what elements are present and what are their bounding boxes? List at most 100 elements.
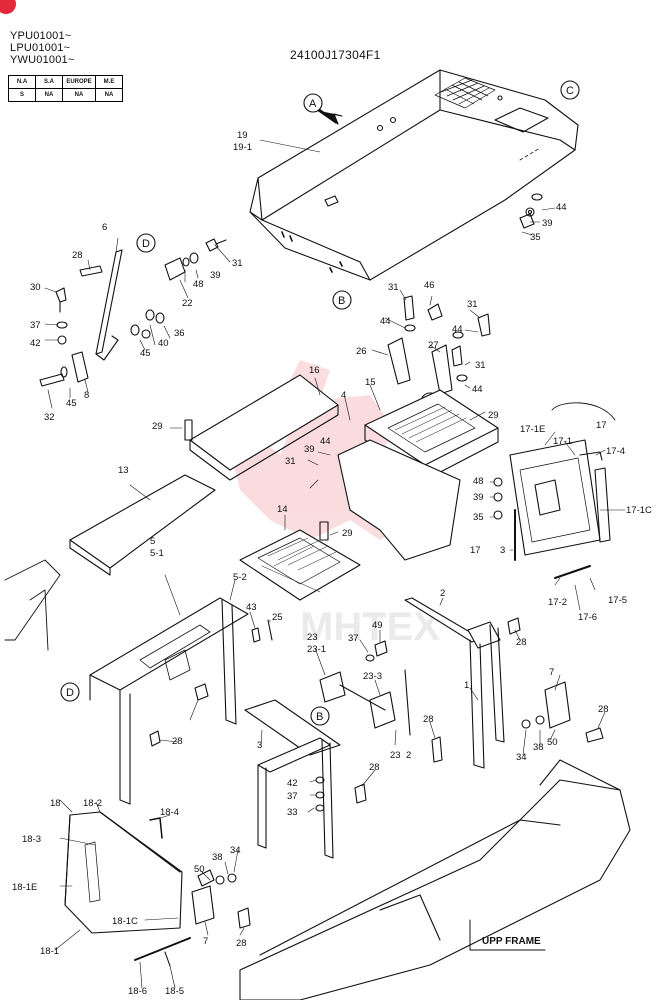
- region-applicability-table: N.A S.A EUROPE M.E S NA NA NA: [8, 75, 123, 102]
- part-label: 29: [342, 528, 353, 539]
- part-label: 48: [473, 476, 484, 487]
- hood-access-cover: [494, 107, 549, 133]
- part-label: 26: [356, 346, 367, 357]
- part-label: 44: [556, 202, 567, 213]
- leader-lines: [44, 139, 626, 989]
- part-label: 44: [320, 436, 331, 447]
- part-label: 31: [285, 456, 296, 467]
- callout-d-top-label: D: [142, 238, 150, 250]
- part-label: 31: [232, 258, 243, 269]
- part-label: 6: [102, 222, 107, 233]
- part-label: 48: [193, 279, 204, 290]
- support-frame-5: [89, 597, 249, 805]
- engine-hood: [249, 69, 579, 281]
- part-label: 17-1C: [626, 505, 652, 516]
- upper-frame-label: UPP FRAME: [482, 936, 541, 947]
- side-door-18: [64, 811, 191, 967]
- baffle-plate-4: [337, 439, 461, 561]
- part-label: 43: [246, 602, 257, 613]
- part-label: 5-2: [233, 572, 247, 583]
- part-label: 22: [182, 298, 193, 309]
- part-label: 18-1C: [112, 916, 138, 927]
- part-label: 25: [272, 612, 283, 623]
- part-label: 23: [307, 632, 318, 643]
- bracket-7-right: [544, 681, 571, 729]
- part-label: 17-6: [578, 612, 597, 623]
- part-label: 17-4: [606, 446, 625, 457]
- part-label: 17-1E: [520, 424, 545, 435]
- floor-plate-13: [69, 474, 216, 569]
- part-label: 16: [309, 365, 320, 376]
- part-label: 19: [237, 130, 248, 141]
- part-label: 17-1: [553, 436, 572, 447]
- part-label: 39: [473, 492, 484, 503]
- part-label: 23: [390, 750, 401, 761]
- part-label: 28: [516, 637, 527, 648]
- part-label: 28: [236, 938, 247, 949]
- part-number-labels: 19 19-1 44 39 35 6 28 31 30 39 48 22 37 …: [12, 130, 652, 997]
- part-label: 8: [84, 390, 89, 401]
- part-label: 19-1: [233, 142, 252, 153]
- prop-rod-assembly: [39, 238, 227, 387]
- callout-b-mid-label: B: [316, 711, 323, 723]
- part-label: 18-6: [128, 986, 147, 997]
- part-label: 28: [172, 736, 183, 747]
- part-label: 7: [549, 667, 554, 678]
- region-value-me: NA: [95, 88, 123, 102]
- part-label: 39: [210, 270, 221, 281]
- part-label: 44: [472, 384, 483, 395]
- part-label: 44: [380, 316, 391, 327]
- part-label: 34: [230, 845, 241, 856]
- part-label: 18-3: [22, 834, 41, 845]
- part-label: 17-5: [608, 595, 627, 606]
- part-label: 30: [30, 282, 41, 293]
- part-label: 5: [150, 536, 155, 547]
- part-label: 28: [72, 250, 83, 261]
- part-label: 18-4: [160, 807, 179, 818]
- part-label: 49: [372, 620, 383, 631]
- callout-d-mid-label: D: [66, 687, 74, 699]
- part-label: 17-2: [548, 597, 567, 608]
- serial-range-1: YPU01001~: [10, 30, 72, 42]
- callout-a: A: [303, 93, 323, 113]
- part-label: 31: [475, 360, 486, 371]
- part-label: 3: [257, 740, 262, 751]
- part-label: 28: [598, 704, 609, 715]
- support-post-1: [467, 621, 505, 769]
- support-stand-3: [244, 699, 341, 859]
- part-label: 50: [547, 737, 558, 748]
- callout-d-mid: D: [60, 682, 80, 702]
- side-door-17: [509, 402, 616, 579]
- region-value-sa: NA: [35, 88, 63, 102]
- part-label: 18-2: [83, 798, 102, 809]
- part-label: 35: [473, 512, 484, 523]
- part-label: 23-1: [307, 644, 326, 655]
- part-label: 29: [488, 410, 499, 421]
- part-label: 32: [44, 412, 55, 423]
- part-label: 36: [174, 328, 185, 339]
- callout-c-top: C: [560, 80, 580, 100]
- part-label: 28: [423, 714, 434, 725]
- callout-d-top: D: [136, 233, 156, 253]
- callout-b-top: B: [332, 290, 352, 310]
- part-label: 37: [30, 320, 41, 331]
- part-label: 2: [440, 588, 445, 599]
- part-label: 7: [203, 936, 208, 947]
- part-label: 3: [500, 545, 505, 556]
- hood-vent-grille: [434, 77, 496, 109]
- part-label: 45: [140, 348, 151, 359]
- serial-range-3: YWU01001~: [10, 54, 75, 66]
- upper-frame: [239, 759, 631, 1000]
- serial-range-2: LPU01001~: [10, 42, 71, 54]
- corner-badge: [0, 0, 16, 14]
- part-label: 38: [212, 852, 223, 863]
- part-label: 50: [194, 864, 205, 875]
- part-label: 5-1: [150, 548, 164, 559]
- part-label: 2: [406, 750, 411, 761]
- part-label: 4: [341, 390, 346, 401]
- callout-b-top-label: B: [338, 295, 345, 307]
- hinge-assembly: [387, 295, 491, 395]
- part-label: 46: [424, 280, 435, 291]
- part-label: 38: [533, 742, 544, 753]
- part-label: 18-5: [165, 986, 184, 997]
